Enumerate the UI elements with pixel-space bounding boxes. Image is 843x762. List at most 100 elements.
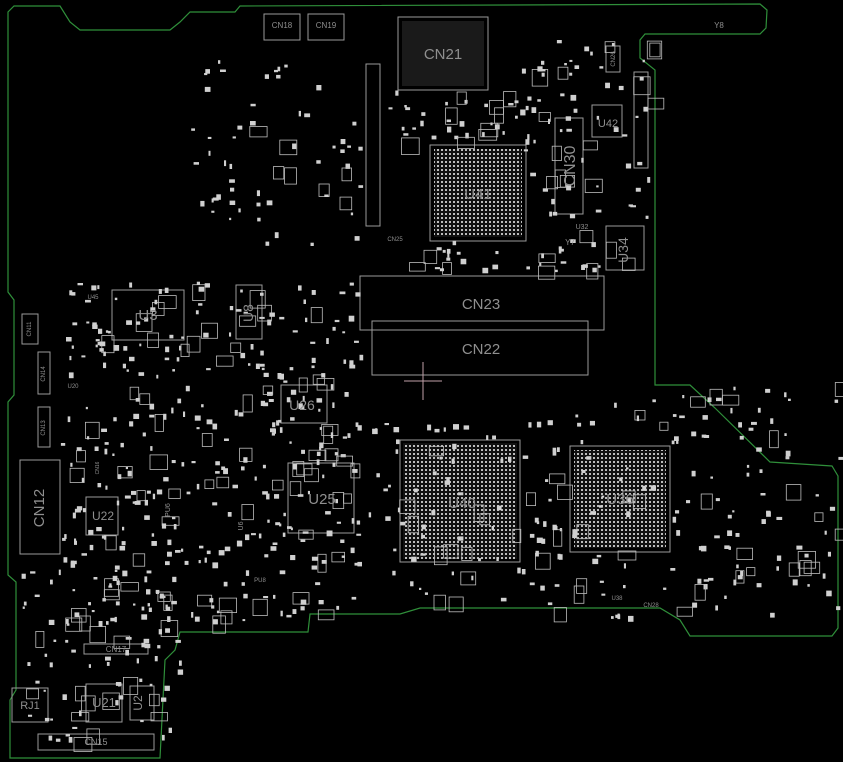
smd-pad — [396, 439, 400, 445]
smd-pad — [256, 190, 260, 197]
smd-pad — [570, 94, 577, 101]
smd-pad — [154, 656, 158, 662]
smd-pad — [546, 176, 559, 190]
smd-pad — [598, 505, 603, 508]
smd-pad — [143, 638, 150, 644]
smd-pad — [350, 212, 354, 216]
smd-pad — [632, 494, 647, 509]
smd-pad — [617, 550, 637, 561]
smd-pad — [564, 63, 567, 66]
smd-pad — [439, 268, 444, 272]
smd-pad — [195, 310, 199, 315]
smd-pad — [146, 589, 151, 595]
smd-pad — [630, 205, 636, 208]
crosshair-icon — [404, 362, 442, 400]
smd-pad — [503, 91, 517, 108]
cn19-outline — [307, 13, 345, 41]
smd-pad — [347, 145, 351, 148]
smd-pad — [445, 101, 448, 106]
smd-pad — [113, 345, 120, 351]
smd-pad — [133, 603, 136, 606]
smd-pad — [384, 423, 389, 426]
smd-pad — [447, 126, 452, 133]
smd-pad — [732, 510, 735, 513]
smd-pad — [298, 403, 303, 410]
smd-pad — [547, 602, 553, 606]
smd-pad — [287, 526, 292, 529]
smd-pad — [272, 166, 285, 180]
smd-pad — [330, 384, 334, 390]
smd-pad — [95, 339, 100, 342]
smd-pad — [345, 163, 350, 169]
u22-outline — [85, 496, 119, 536]
label-cn19: CN19 — [316, 21, 337, 30]
label-pu8: PU8 — [254, 578, 266, 584]
smd-pad — [163, 413, 167, 420]
smd-pad — [159, 593, 164, 599]
smd-pad — [496, 505, 502, 511]
smd-pad — [397, 507, 400, 513]
label-u8: U8 — [240, 304, 256, 322]
smd-pad — [443, 427, 446, 432]
smd-pad — [663, 587, 667, 590]
smd-pad — [220, 610, 233, 625]
smd-pad — [43, 689, 46, 692]
smd-pad — [531, 107, 537, 113]
cn23-outline — [359, 275, 605, 331]
smd-pad — [636, 415, 639, 422]
smd-pad — [147, 332, 160, 348]
smd-pad — [65, 734, 70, 737]
smd-pad — [300, 606, 305, 611]
label-cn22: CN22 — [462, 341, 500, 358]
smd-pad — [528, 422, 532, 428]
smd-pad — [551, 145, 562, 161]
smd-pad — [123, 677, 139, 695]
smd-pad — [592, 558, 599, 565]
smd-pad — [272, 542, 278, 545]
smd-pad — [529, 533, 535, 538]
smd-pad — [446, 257, 451, 261]
smd-pad — [316, 85, 322, 91]
smd-pad — [282, 532, 286, 537]
smd-pad — [103, 351, 106, 357]
smd-pad — [277, 66, 281, 72]
smd-pad — [452, 240, 457, 246]
smd-pad — [480, 122, 499, 138]
smd-pad — [242, 619, 246, 622]
smd-pad — [326, 530, 333, 537]
smd-pad — [248, 363, 251, 366]
cn17-outline — [83, 643, 149, 655]
smd-pad — [164, 685, 170, 691]
smd-pad — [492, 264, 499, 270]
smd-pad — [332, 491, 345, 509]
smd-pad — [814, 512, 824, 522]
smd-pad — [215, 471, 220, 474]
smd-pad — [545, 479, 549, 482]
smd-pad — [149, 454, 169, 470]
smd-pad — [332, 462, 336, 467]
smd-pad — [175, 550, 181, 553]
long-header-connector — [365, 63, 381, 227]
smd-pad — [463, 425, 470, 430]
smd-pad — [252, 598, 268, 616]
smd-pad — [157, 591, 171, 602]
smd-pad — [139, 678, 143, 682]
smd-pad — [586, 263, 599, 280]
smd-pad — [618, 85, 624, 91]
smd-pad — [318, 183, 330, 197]
smd-pad — [79, 710, 82, 717]
smd-pad — [454, 135, 459, 140]
smd-pad — [81, 695, 96, 712]
smd-pad — [675, 510, 680, 514]
smd-pad — [172, 369, 175, 372]
smd-pad — [540, 69, 546, 72]
smd-pad — [279, 427, 283, 433]
smd-pad — [566, 128, 572, 132]
smd-pad — [714, 535, 720, 539]
smd-pad — [71, 608, 87, 623]
label-u38: U38 — [611, 596, 623, 602]
smd-pad — [274, 232, 279, 239]
smd-pad — [766, 511, 771, 517]
smd-pad — [316, 459, 320, 466]
smd-pad — [538, 112, 551, 122]
